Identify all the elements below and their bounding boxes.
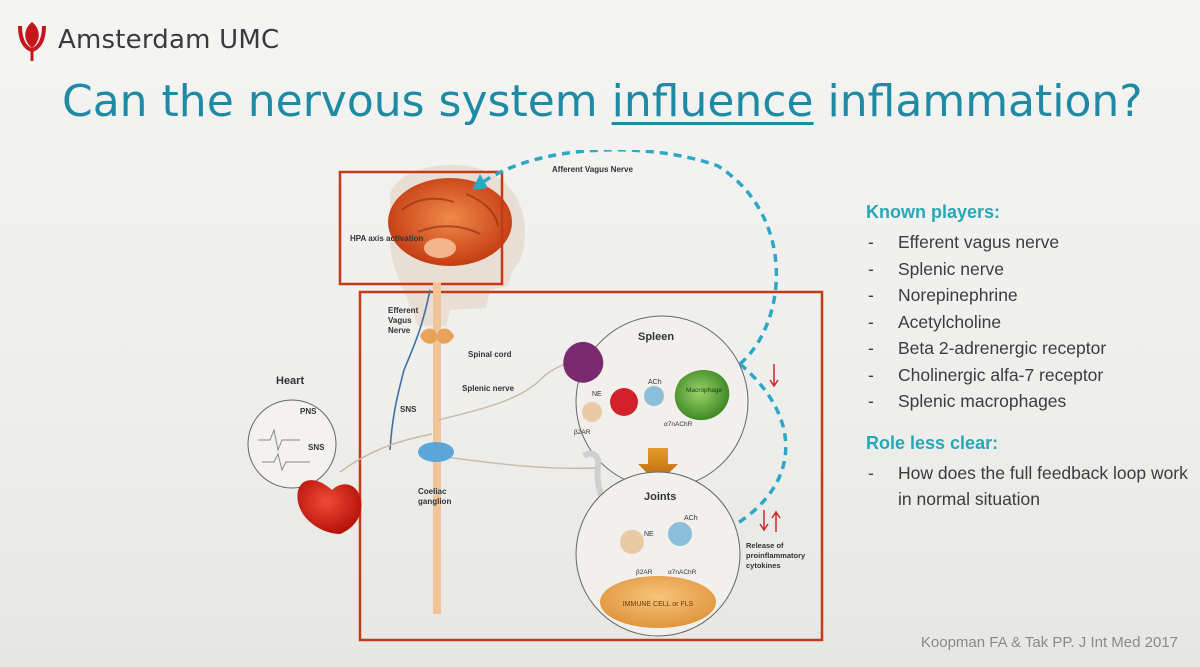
- list-item: Acetylcholine: [866, 309, 1196, 336]
- afferent-return-arrow: [725, 362, 788, 532]
- b2ar-spleen-label: β2AR: [574, 429, 591, 436]
- list-item: How does the full feedback loop work in …: [866, 460, 1196, 513]
- list-item: Splenic macrophages: [866, 388, 1196, 415]
- afferent-arrowhead-icon: [472, 174, 488, 190]
- heart-inset-circle: [247, 399, 337, 489]
- brand-name: Amsterdam UMC: [58, 25, 280, 55]
- slide-title: Can the nervous system influence inflamm…: [62, 76, 1143, 127]
- macrophage-icon: [674, 369, 730, 421]
- afferent-vagus-arrow: [478, 150, 779, 366]
- cytokine-down-arrow-icon: [769, 364, 779, 388]
- ach-spleen-label: ACh: [648, 379, 662, 386]
- spinal-cord-label: Spinal cord: [468, 350, 512, 359]
- list-item: Norepinephrine: [866, 282, 1196, 309]
- pns-label: PNS: [300, 407, 317, 416]
- ach-molecules: [644, 386, 664, 406]
- heart-rate-trace-2: [262, 452, 310, 472]
- t-cell-icon: [610, 388, 638, 416]
- title-start: Can the nervous system: [62, 76, 612, 127]
- heart-sns-label: SNS: [308, 443, 325, 452]
- brain-folds: [401, 193, 499, 235]
- efferent-vagus-label: Efferent Vagus Nerve: [388, 306, 420, 335]
- macrophage-label: Macrophage: [686, 387, 723, 394]
- hpa-label: HPA axis activation: [350, 234, 423, 243]
- list-item: Beta 2-adrenergic receptor: [866, 335, 1196, 362]
- tulip-logo-icon: [18, 22, 46, 61]
- nerve-to-joints: [437, 455, 601, 470]
- coeliac-ganglion-icon: [418, 442, 454, 462]
- cytokine-updown-arrow-icon: [759, 510, 781, 532]
- role-less-clear-list: How does the full feedback loop work in …: [866, 460, 1196, 513]
- joints-label: Joints: [644, 491, 676, 503]
- ne-joints-label: NE: [644, 531, 654, 538]
- nerve-to-heart: [339, 433, 433, 473]
- known-players-heading: Known players:: [866, 202, 1001, 222]
- reference-citation: Koopman FA & Tak PP. J Int Med 2017: [920, 634, 1178, 651]
- info-panel: Known players: Efferent vagus nerve Sple…: [866, 202, 1196, 513]
- neuro-immune-diagram: HPA axis activation Afferent Vagus Nerve…: [247, 150, 824, 642]
- coeliac-label: Coeliac ganglion: [418, 487, 451, 506]
- title-emphasis: influence: [611, 76, 814, 127]
- body-box: [358, 290, 824, 642]
- list-item: Cholinergic alfa-7 receptor: [866, 362, 1196, 389]
- release-label: Release of proinflammatory cytokines: [746, 541, 807, 570]
- title-end: inflammation?: [813, 76, 1143, 127]
- a7-spleen-label: α7nAChR: [664, 421, 693, 428]
- brain-highlight-box: [338, 170, 504, 286]
- ne-joints-molecules: [620, 530, 644, 554]
- list-item: Splenic nerve: [866, 256, 1196, 283]
- brainstem-icon: [424, 238, 456, 258]
- splenic-nerve-label: Splenic nerve: [462, 384, 515, 393]
- immune-cell-label: IMMUNE CELL or FLS: [623, 601, 694, 608]
- ne-molecules: [582, 402, 602, 422]
- brand-logo: Amsterdam UMC: [14, 18, 279, 62]
- spleen-to-joints-arrow-icon: [638, 448, 678, 484]
- nerve-to-spleen: [437, 361, 571, 421]
- a7-joints-label: α7nAChR: [668, 569, 697, 576]
- role-less-clear-heading: Role less clear:: [866, 432, 999, 453]
- list-item: Efferent vagus nerve: [866, 229, 1196, 256]
- vertebra-icon: [420, 328, 454, 344]
- ach-joints-label: ACh: [684, 515, 698, 522]
- b2ar-joints-label: β2AR: [636, 569, 653, 576]
- spleen-organ-icon: [563, 341, 604, 383]
- ach-joints-molecules: [668, 522, 692, 546]
- spleen-label: Spleen: [638, 331, 674, 343]
- ne-spleen-label: NE: [592, 391, 602, 398]
- heart-label: Heart: [276, 375, 304, 387]
- known-players-list: Efferent vagus nerve Splenic nerve Norep…: [866, 229, 1196, 415]
- heart-rate-trace: [258, 428, 300, 452]
- afferent-vagus-label: Afferent Vagus Nerve: [552, 165, 633, 174]
- efferent-vagus-nerve: [389, 289, 431, 451]
- sns-label: SNS: [400, 405, 417, 414]
- heart-icon: [297, 480, 362, 534]
- immune-cell-icon: [600, 576, 716, 628]
